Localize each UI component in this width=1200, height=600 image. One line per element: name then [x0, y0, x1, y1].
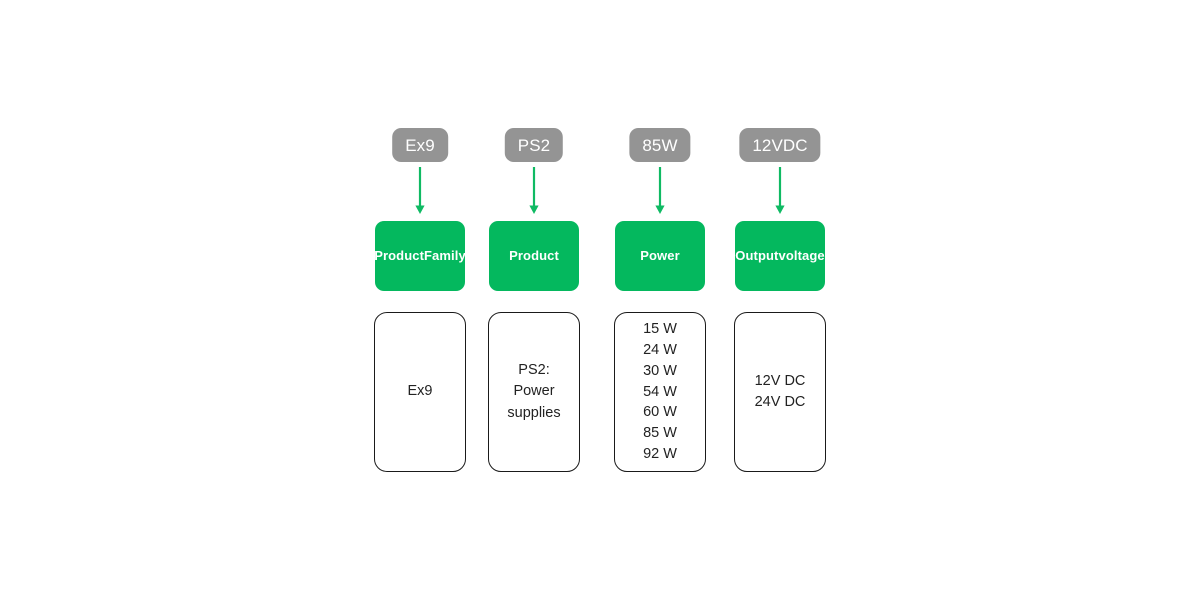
value-item: 24 W — [643, 342, 677, 358]
category-label-text: ProductFamily — [374, 247, 466, 266]
category-label-1: ProductFamily — [374, 221, 466, 291]
category-label-text: Power — [640, 247, 680, 266]
category-label-text: Product — [509, 247, 559, 266]
value-item: 92 W — [643, 445, 677, 462]
value-box-2: PS2: Power supplies — [488, 312, 580, 472]
value-box-3: 15 W 24 W 30 W 54 W 60 W 85 W 92 W — [614, 312, 706, 472]
value-item: Power — [513, 383, 555, 400]
code-tag-3[interactable]: 85W — [629, 128, 691, 162]
down-arrow-icon-3 — [652, 166, 668, 216]
value-list: 12V DC 24V DC — [735, 371, 825, 413]
category-label-4: Outputvoltage — [735, 221, 825, 291]
category-label-line: Family — [424, 247, 466, 263]
category-label-line: Product — [509, 247, 559, 263]
category-label-2: Product — [489, 221, 579, 291]
value-box-4: 12V DC 24V DC — [734, 312, 826, 472]
value-item: supplies — [507, 404, 561, 421]
code-tag-4[interactable]: 12VDC — [739, 128, 821, 162]
value-item: 85 W — [643, 425, 677, 442]
value-item: 54 W — [643, 383, 677, 400]
value-item: PS2: — [518, 362, 550, 379]
value-item: 60 W — [643, 404, 677, 421]
value-item: 12V DC — [754, 372, 806, 389]
code-tag-2[interactable]: PS2 — [504, 128, 564, 162]
value-list: Ex9 — [375, 381, 465, 402]
category-label-3: Power — [615, 221, 705, 291]
value-item: Ex9 — [407, 383, 433, 400]
value-item: 30 W — [643, 362, 677, 379]
category-label-line: Product — [374, 247, 425, 263]
category-label-line: Output — [735, 247, 779, 263]
value-list: 15 W 24 W 30 W 54 W 60 W 85 W 92 W — [615, 319, 705, 465]
category-label-line: Power — [640, 247, 680, 263]
value-item: 24V DC — [754, 394, 806, 410]
code-tag-1[interactable]: Ex9 — [392, 128, 448, 162]
category-label-text: Outputvoltage — [735, 247, 824, 266]
category-label-line: voltage — [778, 247, 825, 263]
value-list: PS2: Power supplies — [489, 360, 579, 423]
value-item: 15 W — [643, 321, 677, 338]
down-arrow-icon-4 — [772, 166, 788, 216]
down-arrow-icon-1 — [412, 166, 428, 216]
value-box-1: Ex9 — [374, 312, 466, 472]
down-arrow-icon-2 — [526, 166, 542, 216]
